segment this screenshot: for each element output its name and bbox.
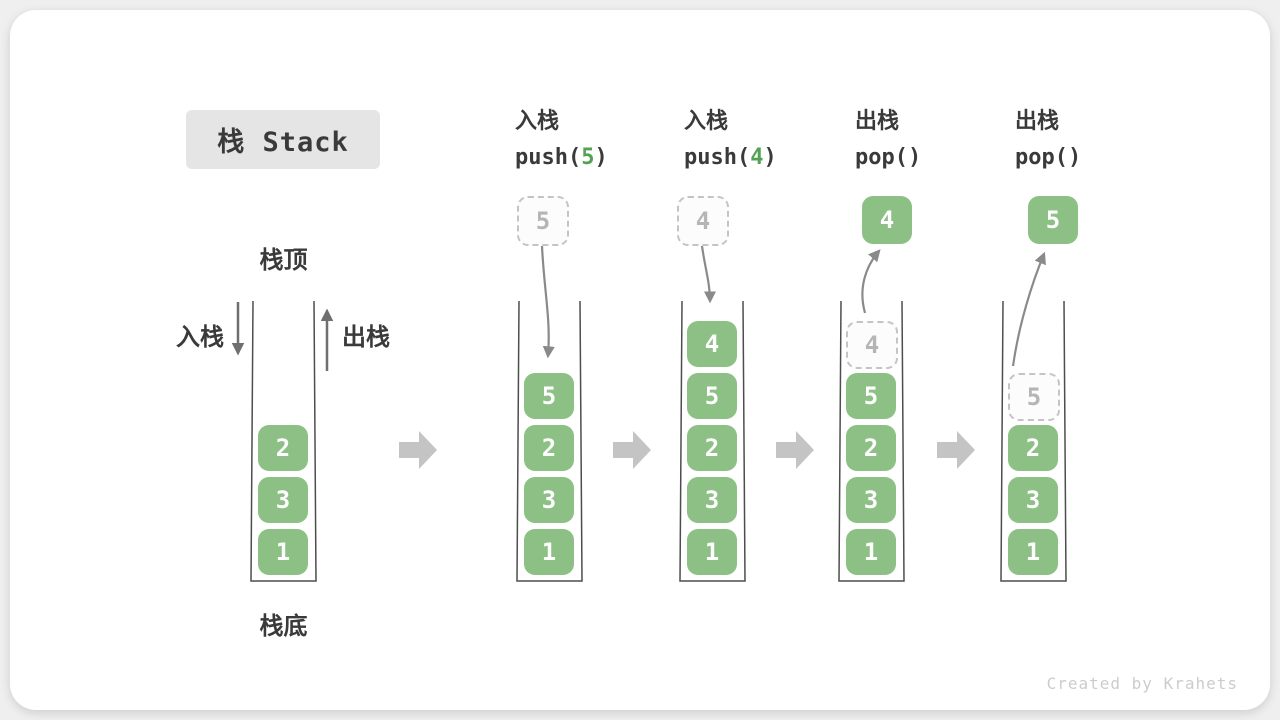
operation-code: pop(): [855, 145, 922, 170]
stack-cell: 5: [846, 373, 896, 419]
stack-cell: 3: [258, 477, 308, 523]
stack-cell: 1: [1008, 529, 1058, 575]
pushed-value-ghost-box: 5: [517, 196, 569, 246]
stack-cell: 5: [524, 373, 574, 419]
stack-cell: 2: [846, 425, 896, 471]
operation-name: 出栈: [855, 109, 900, 134]
stack-cell: 1: [846, 529, 896, 575]
popped-value-box: 5: [1028, 196, 1078, 244]
stack-cell: 2: [258, 425, 308, 471]
stack-cell: 3: [524, 477, 574, 523]
stack-cell: 1: [258, 529, 308, 575]
code-arg: 4: [750, 145, 764, 170]
operation-header-push5: 入栈 push(5): [515, 104, 608, 176]
operation-name: 入栈: [684, 109, 729, 134]
stack-cell: 5: [687, 373, 737, 419]
stack-bottom-label: 栈底: [259, 612, 308, 640]
code-pre: push(: [515, 145, 582, 170]
stack-cell: 3: [1008, 477, 1058, 523]
popped-ghost-cell: 5: [1008, 373, 1060, 421]
operation-header-pop1: 出栈 pop(): [855, 104, 921, 176]
pushed-value-ghost-box: 4: [677, 196, 729, 246]
stack-cell: 1: [687, 529, 737, 575]
attribution-text: Created by Krahets: [1046, 674, 1238, 693]
operation-code: pop(): [1015, 145, 1082, 170]
popped-value-box: 4: [862, 196, 912, 244]
stack-top-label: 栈顶: [259, 246, 308, 274]
page-title: 栈 Stack: [186, 110, 380, 169]
stack-cell: 2: [1008, 425, 1058, 471]
popped-ghost-cell: 4: [846, 321, 898, 369]
pop-side-label: 出栈: [342, 323, 390, 351]
stack-cell: 3: [846, 477, 896, 523]
operation-code: push(5): [515, 140, 608, 176]
operation-name: 入栈: [515, 109, 560, 134]
code-post: ): [763, 145, 777, 170]
operation-header-push4: 入栈 push(4): [684, 104, 777, 176]
operation-name: 出栈: [1015, 109, 1060, 134]
operation-header-pop2: 出栈 pop(): [1015, 104, 1081, 176]
code-pre: push(: [684, 145, 751, 170]
stack-cell: 2: [687, 425, 737, 471]
stack-cell: 2: [524, 425, 574, 471]
code-arg: 5: [581, 145, 595, 170]
stack-cell: 1: [524, 529, 574, 575]
operation-code: push(4): [684, 140, 777, 176]
stack-cell: 3: [687, 477, 737, 523]
stack-cell: 4: [687, 321, 737, 367]
code-post: ): [594, 145, 608, 170]
push-side-label: 入栈: [176, 323, 224, 351]
